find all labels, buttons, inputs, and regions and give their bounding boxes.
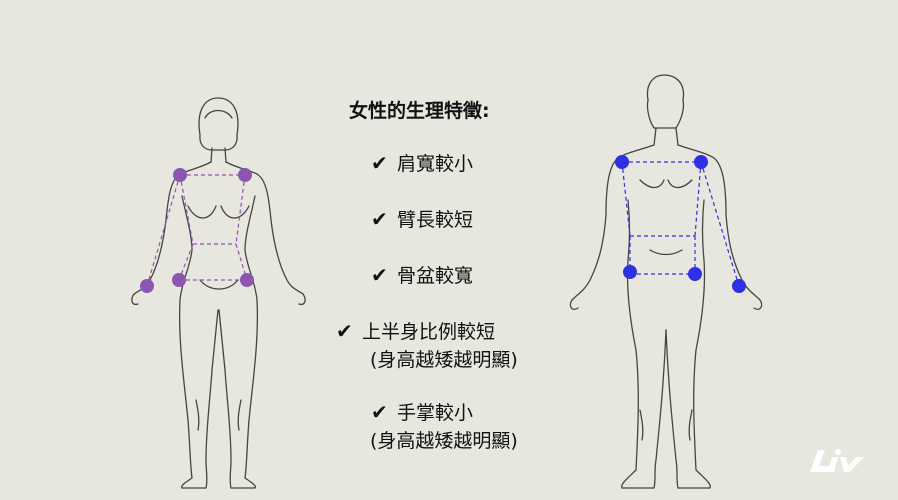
liv-logo [810, 449, 864, 472]
checkmark-icon: ✔ [371, 400, 388, 424]
item-text: 骨盆較寬 [397, 265, 474, 287]
checkmark-icon: ✔ [371, 207, 388, 231]
item-note: (身高越矮越明顯) [370, 349, 518, 371]
item-text: 上半身比例較短 [362, 321, 496, 343]
item-text: 臂長較短 [397, 209, 474, 231]
list-item: ✔ 肩寬較小 [371, 149, 473, 178]
list-item: ✔ 手掌較小 (身高越矮越明顯) [370, 398, 518, 455]
list-item: ✔ 骨盆較寬 [371, 261, 473, 290]
list-item: ✔ 臂長較短 [371, 205, 473, 234]
checkmark-icon: ✔ [336, 319, 353, 343]
page-title: 女性的生理特徵: [349, 100, 490, 122]
list-item: ✔ 上半身比例較短 (身高越矮越明顯) [336, 317, 518, 374]
item-note: (身高越矮越明顯) [370, 430, 518, 452]
checkmark-icon: ✔ [371, 263, 388, 287]
checkmark-icon: ✔ [371, 151, 388, 175]
item-text: 手掌較小 [397, 402, 474, 424]
item-text: 肩寬較小 [397, 153, 474, 175]
